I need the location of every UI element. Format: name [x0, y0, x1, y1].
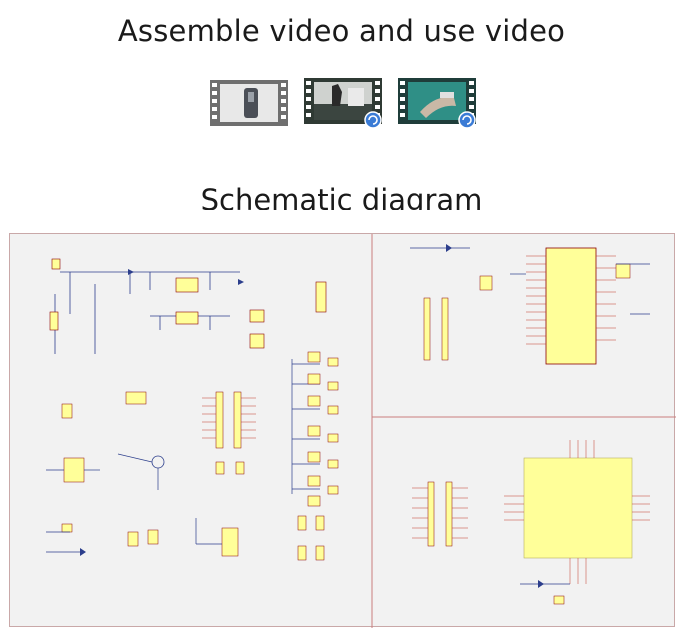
- led-array: [291, 359, 320, 494]
- large-ic: [523, 457, 633, 559]
- schematic-drawing: [46, 234, 676, 628]
- video-thumb-assembly[interactable]: [208, 76, 290, 130]
- video-thumb-usage-2[interactable]: [396, 76, 478, 130]
- video-thumbnails: [208, 76, 488, 130]
- film-strip-icon: [304, 78, 382, 129]
- mcu-chip: [545, 247, 597, 365]
- power-supply-block: [54, 271, 240, 354]
- schematic-section-title: Schematic diagram: [200, 183, 483, 210]
- film-strip-icon: [398, 78, 476, 129]
- video-section-title: Assemble video and use video: [117, 14, 566, 48]
- film-strip-icon: [210, 80, 288, 126]
- video-thumb-usage-1[interactable]: [302, 76, 384, 130]
- schematic-diagram: [9, 233, 676, 628]
